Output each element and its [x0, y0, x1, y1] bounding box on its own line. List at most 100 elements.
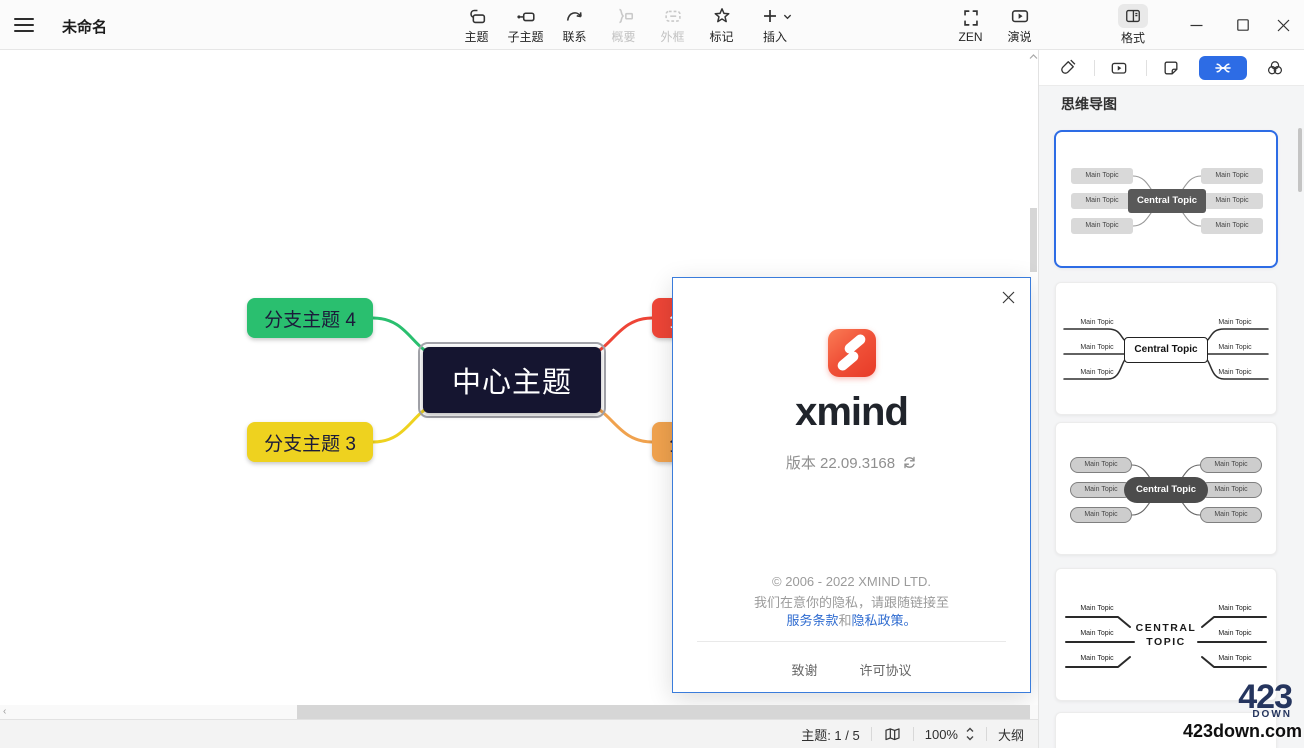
panel-heading: 思维导图 — [1061, 96, 1117, 112]
scroll-left-icon: ‹ — [3, 706, 7, 717]
dialog-divider — [697, 641, 1006, 642]
thumb-main-topic: Main Topic — [1080, 369, 1114, 376]
structure-thumbnail-default[interactable]: Main Topic Main Topic Main Topic Main To… — [1054, 130, 1278, 268]
main-toolbar: 主题 子主题 联系 — [452, 0, 804, 50]
map-overview-icon[interactable] — [883, 725, 902, 744]
paintbrush-icon — [1061, 59, 1076, 74]
tab-sticker[interactable] — [1158, 56, 1184, 80]
thumb-main-topic: Main Topic — [1071, 218, 1133, 234]
thumb-main-topic: Main Topic — [1201, 193, 1263, 209]
hamburger-menu-button[interactable] — [14, 14, 40, 36]
thumb-main-topic: Main Topic — [1200, 482, 1262, 498]
branch-topic-3[interactable]: 分支主题 3 — [247, 422, 373, 462]
zoom-level: 100% — [924, 726, 958, 742]
thumb-main-topic: Main Topic — [1080, 605, 1114, 612]
structure-thumbnail-rounded[interactable]: Main Topic Main Topic Main Topic Main To… — [1055, 422, 1277, 555]
view-toolbar: ZEN 演说 — [946, 0, 1044, 50]
close-icon — [1277, 19, 1289, 31]
copyright-text: © 2006 - 2022 XMIND LTD. — [772, 574, 931, 589]
tab-structure-active[interactable] — [1199, 56, 1247, 80]
thumb-main-topic: Main Topic — [1218, 319, 1252, 326]
canvas-vertical-scrollbar[interactable] — [1029, 50, 1038, 705]
thumb-main-topic: Main Topic — [1200, 507, 1262, 523]
thumb-main-topic: Main Topic — [1218, 630, 1252, 637]
mindmap-structure-icon — [1215, 63, 1231, 73]
insert-plus-icon — [759, 5, 792, 27]
central-topic[interactable]: 中心主题 — [423, 347, 601, 413]
outline-button[interactable]: 大纲 — [997, 727, 1024, 743]
panel-scroll-thumb[interactable] — [1298, 128, 1302, 192]
tab-style[interactable] — [1054, 56, 1080, 80]
presentation-label: 演说 — [1007, 30, 1032, 44]
boundary-label: 外框 — [660, 30, 685, 44]
vertical-scroll-thumb[interactable] — [1030, 208, 1037, 272]
thumb-central-topic: Central Topic — [1124, 477, 1208, 503]
statusbar: 主题: 1 / 5 100% 大纲 — [0, 719, 1038, 748]
watermark-logo: 423 DOWN — [1238, 678, 1293, 720]
boundary-button: 外框 — [648, 0, 697, 50]
titlebar: 未命名 主题 子主题 — [0, 0, 1304, 50]
zen-button[interactable]: ZEN — [946, 0, 995, 50]
canvas-horizontal-scrollbar[interactable]: ‹ — [0, 705, 1038, 719]
topic-icon — [466, 5, 488, 27]
privacy-notice: 我们在意你的隐私，请跟随链接至 服务条款和隐私政策。 — [753, 595, 949, 628]
thumb-main-topic: Main Topic — [1080, 630, 1114, 637]
topic-label: 主题 — [464, 30, 489, 44]
about-dialog: xmind 版本 22.09.3168 © 2006 - 2022 XMIND … — [672, 277, 1031, 693]
tab-theme-colors[interactable] — [1262, 56, 1288, 80]
thanks-button[interactable]: 致谢 — [791, 663, 818, 678]
boundary-icon — [662, 5, 684, 27]
privacy-policy-link[interactable]: 隐私政策。 — [851, 613, 917, 628]
maximize-icon — [1237, 19, 1249, 31]
relationship-button[interactable]: 联系 — [550, 0, 599, 50]
thumb-main-topic: Main Topic — [1218, 344, 1252, 351]
play-icon — [1009, 5, 1031, 27]
subtopic-icon — [515, 5, 537, 27]
xmind-logo — [828, 329, 876, 377]
structure-thumbnail-text[interactable]: Main Topic Main Topic Main Topic Main To… — [1055, 568, 1277, 701]
marker-label: 标记 — [709, 30, 734, 44]
subtopic-label: 子主题 — [507, 30, 544, 44]
check-update-icon[interactable] — [902, 455, 917, 470]
close-icon — [1002, 291, 1014, 303]
version-text: 版本 22.09.3168 — [785, 455, 896, 472]
zen-label: ZEN — [958, 29, 983, 44]
close-window-button[interactable] — [1260, 0, 1304, 50]
minimize-button[interactable] — [1173, 0, 1219, 50]
subtopic-button[interactable]: 子主题 — [501, 0, 550, 50]
thumb-main-topic: Main Topic — [1218, 655, 1252, 662]
structure-thumbnail-partial[interactable] — [1055, 712, 1277, 748]
mindmap-canvas[interactable]: 分支主题 4 分支主题 3 分支主题 1 分支主题 2 中心主题 xmind 版… — [0, 50, 1038, 705]
thumb-main-topic: Main Topic — [1201, 218, 1263, 234]
zoom-stepper-icon[interactable] — [965, 726, 975, 742]
topic-counter: 主题: 1 / 5 — [801, 727, 860, 743]
thumb-main-topic: Main Topic — [1071, 193, 1133, 209]
presentation-button[interactable]: 演说 — [995, 0, 1044, 50]
thumb-main-topic: Main Topic — [1070, 482, 1132, 498]
relationship-label: 联系 — [562, 30, 587, 44]
thumb-central-topic: Central Topic — [1128, 189, 1206, 213]
topic-button[interactable]: 主题 — [452, 0, 501, 50]
thumb-main-topic: Main Topic — [1080, 319, 1114, 326]
sticky-note-icon — [1164, 61, 1178, 75]
minimize-icon — [1190, 24, 1202, 26]
thumb-central-topic: Central Topic — [1124, 337, 1208, 363]
thumb-main-topic: Main Topic — [1218, 605, 1252, 612]
structure-thumbnail-sketch[interactable]: Main Topic Main Topic Main Topic Main To… — [1055, 282, 1277, 415]
format-button[interactable]: 格式 — [1110, 0, 1156, 50]
terms-link[interactable]: 服务条款 — [786, 613, 839, 628]
dialog-close-button[interactable] — [999, 288, 1017, 306]
license-button[interactable]: 许可协议 — [859, 663, 912, 678]
horizontal-scroll-thumb[interactable] — [297, 705, 1030, 719]
insert-button[interactable]: 插入 — [746, 0, 804, 50]
maximize-button[interactable] — [1220, 0, 1266, 50]
thumb-main-topic: Main Topic — [1071, 168, 1133, 184]
thumb-main-topic: Main Topic — [1200, 457, 1262, 473]
tab-presentation[interactable] — [1106, 56, 1132, 80]
document-title: 未命名 — [62, 19, 108, 36]
marker-button[interactable]: 标记 — [697, 0, 746, 50]
thumb-main-topic: Main Topic — [1201, 168, 1263, 184]
watermark: 423 DOWN 423down.com — [1183, 678, 1302, 742]
branch-topic-4[interactable]: 分支主题 4 — [247, 298, 373, 338]
summary-icon — [613, 5, 635, 27]
